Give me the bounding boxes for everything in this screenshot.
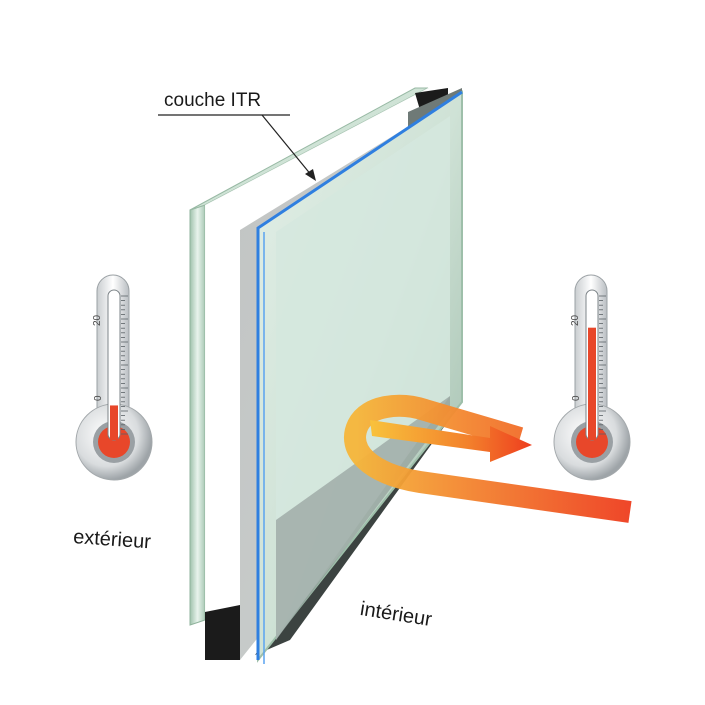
tick-label-0-outside: 0	[93, 395, 104, 401]
itr-coating-layer	[256, 90, 463, 660]
thermometer-outside: 20 0	[75, 274, 153, 481]
heat-arrow-loop	[344, 394, 632, 523]
heat-arrow-reflected	[370, 420, 532, 462]
coating-arrowhead	[305, 169, 316, 181]
spacer-top	[415, 88, 448, 110]
inner-pane-shadow	[276, 396, 450, 640]
thermometer-inside: 20 0	[553, 274, 631, 481]
spacer-bottom	[205, 605, 240, 660]
tick-label-20-inside: 20	[570, 314, 581, 326]
coating-label: couche ITR	[164, 90, 262, 111]
outer-pane-edge	[189, 204, 206, 626]
tick-label-20-outside: 20	[92, 314, 103, 326]
coating-leader-arrow	[261, 114, 313, 177]
mercury-column-outside	[110, 405, 118, 440]
tick-label-0-inside: 0	[571, 395, 582, 401]
mercury-column-inside	[588, 327, 596, 440]
